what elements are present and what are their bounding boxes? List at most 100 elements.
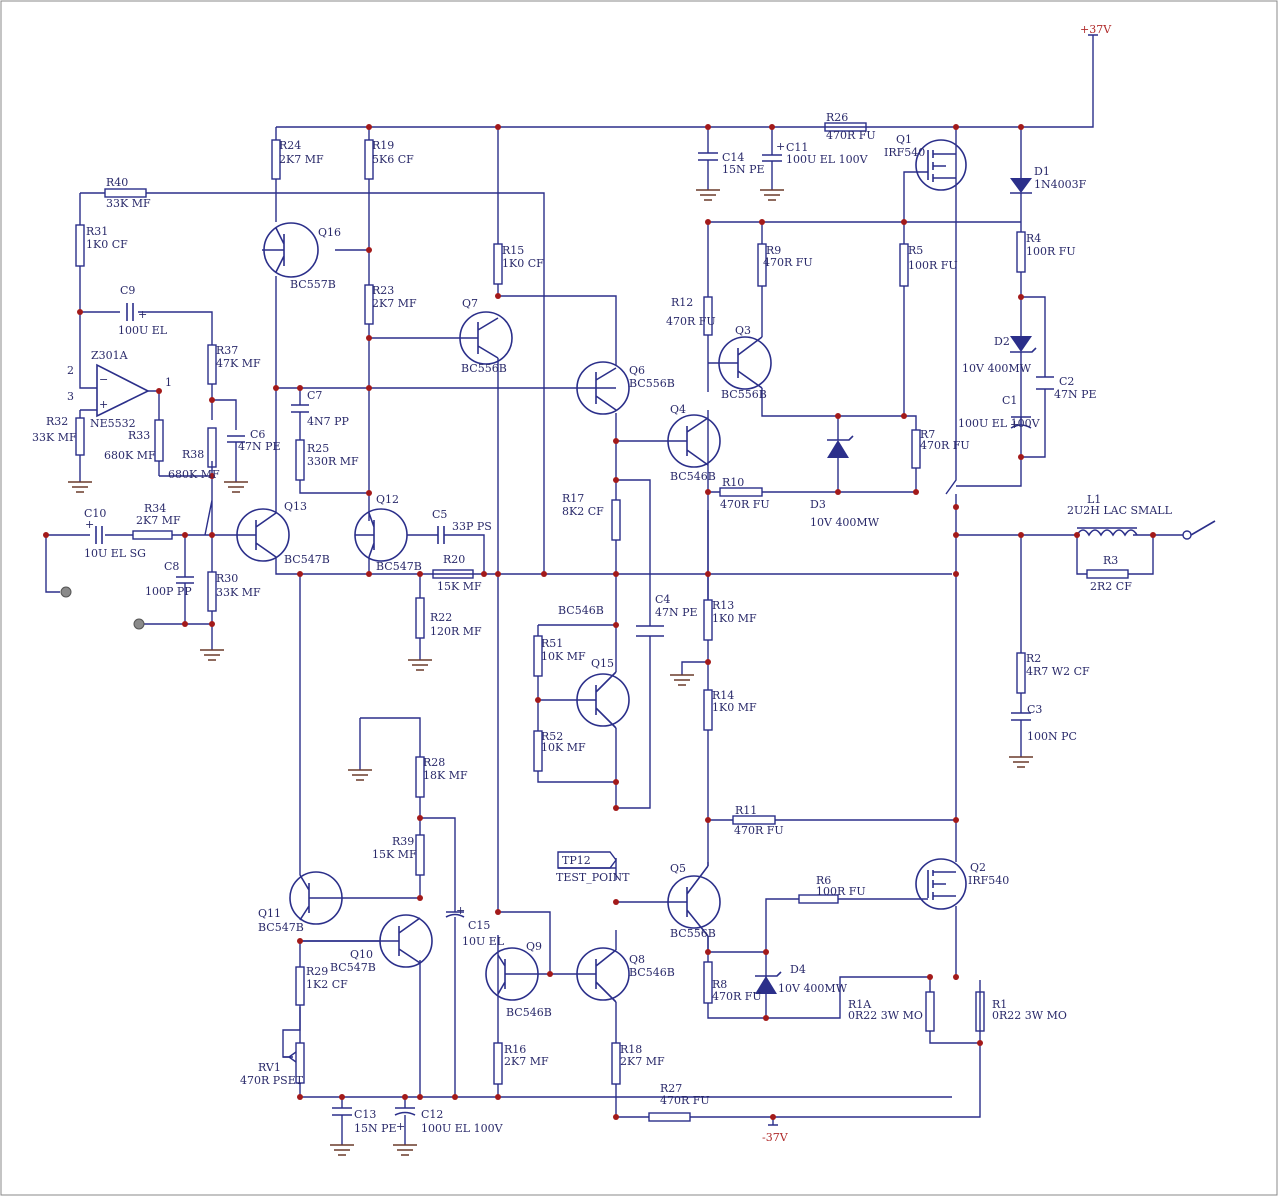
capacitor-plates (95, 152, 1054, 1116)
input-terminal[interactable] (60, 586, 72, 598)
r30-val: 33K MF (216, 586, 261, 599)
r2-val: 4R7 W2 CF (1026, 665, 1090, 678)
c3-ref: C3 (1027, 703, 1042, 716)
d3-part: 10V 400MW (810, 516, 880, 529)
r13-val: 1K0 MF (712, 612, 757, 625)
mosfet-symbols (915, 139, 967, 910)
r25-ref: R25 (307, 442, 329, 455)
svg-text:+: + (85, 518, 94, 531)
r14-val: 1K0 MF (712, 701, 757, 714)
r28-val: 18K MF (423, 769, 468, 782)
rail-neg-label: -37V (762, 1131, 789, 1144)
d2-part: 10V 400MW (962, 362, 1032, 375)
l1-ref: L1 (1087, 493, 1101, 506)
r7-ref: R7 (920, 428, 935, 441)
q15-ref: Q15 (591, 657, 614, 670)
junction-dots (43, 124, 1156, 1120)
r16-val: 2K7 MF (504, 1055, 549, 1068)
svg-text:+: + (1010, 418, 1019, 431)
q8-ref: Q8 (629, 953, 645, 966)
q6-part: BC556B (629, 377, 675, 390)
r8-ref: R8 (712, 978, 727, 991)
r39-ref: R39 (392, 835, 414, 848)
c14-val: 15N PE (722, 163, 765, 176)
r22-val: 120R MF (430, 625, 482, 638)
d3-ref: D3 (810, 498, 826, 511)
c11-val: 100U EL 100V (786, 153, 869, 166)
r15-ref: R15 (502, 244, 524, 257)
q12-part: BC547B (376, 560, 422, 573)
r26-val: 470R FU (826, 129, 876, 142)
r24-val: 2K7 MF (279, 153, 324, 166)
q13-part: BC547B (284, 553, 330, 566)
q9-ref: Q9 (526, 940, 542, 953)
c9-val: 100U EL (118, 324, 168, 337)
r3-ref: R3 (1103, 554, 1118, 567)
q11-part: BC547B (258, 921, 304, 934)
svg-text:+: + (138, 308, 147, 321)
q16-part: BC557B (290, 278, 336, 291)
r34-val: 2K7 MF (136, 514, 181, 527)
r25-val: 330R MF (307, 455, 359, 468)
r24-ref: R24 (279, 139, 301, 152)
c5-ref: C5 (432, 508, 447, 521)
r51-ref: R51 (541, 637, 563, 650)
r18-ref: R18 (620, 1043, 642, 1056)
c6-val: 47N PE (238, 440, 281, 453)
q10-part: BC547B (330, 961, 376, 974)
r1a-val: 0R22 3W MO (848, 1009, 923, 1022)
r12-ref: R12 (671, 296, 693, 309)
r3-val: 2R2 CF (1090, 580, 1132, 593)
r29-ref: R29 (306, 965, 328, 978)
speaker-terminal[interactable] (1182, 530, 1192, 540)
q2-ref: Q2 (970, 861, 986, 874)
q4-part: BC546B (670, 470, 716, 483)
labels: +37V -37V Z301A NE5532 2 3 1 R40 33K MF … (32, 23, 1173, 1144)
r17-val: 8K2 CF (562, 505, 604, 518)
c9-ref: C9 (120, 284, 135, 297)
rv1-val: 470R PSET (240, 1074, 304, 1087)
r14-ref: R14 (712, 689, 734, 702)
c10-ref: C10 (84, 507, 106, 520)
c11-ref: C11 (786, 141, 808, 154)
c8-val: 100P PP (145, 585, 192, 598)
c2-val: 47N PE (1054, 388, 1097, 401)
opamp-part: NE5532 (90, 417, 136, 430)
c15-ref: C15 (468, 919, 490, 932)
r20-val: 15K MF (437, 580, 482, 593)
r4-ref: R4 (1026, 232, 1041, 245)
q2-part: IRF540 (968, 874, 1009, 887)
r52-val: 10K MF (541, 741, 586, 754)
d4-part: 10V 400MW (778, 982, 848, 995)
r31-val: 1K0 CF (86, 238, 128, 251)
q10-ref: Q10 (350, 948, 373, 961)
q4-ref: Q4 (670, 403, 686, 416)
opamp-ref: Z301A (91, 349, 129, 362)
r1-val: 0R22 3W MO (992, 1009, 1067, 1022)
tp12-ref: TP12 (562, 854, 591, 867)
input-ground-terminal[interactable] (133, 618, 145, 630)
r51-val: 10K MF (541, 650, 586, 663)
q8-part: BC546B (629, 966, 675, 979)
rv1-ref: RV1 (258, 1061, 281, 1074)
r52-ref: R52 (541, 730, 563, 743)
c15-val: 10U EL (462, 935, 505, 948)
q9-part: BC546B (506, 1006, 552, 1019)
r27-ref: R27 (660, 1082, 682, 1095)
transistor-symbols (236, 222, 772, 1003)
l1-val: 2U2H LAC SMALL (1067, 504, 1173, 517)
c2-ref: C2 (1059, 375, 1074, 388)
q6-ref: Q6 (629, 364, 645, 377)
c12-val: 100U EL 100V (421, 1122, 504, 1135)
c3-val: 100N PC (1027, 730, 1077, 743)
c1-val: 100U EL 100V (958, 417, 1041, 430)
r38-val: 680K MF (168, 468, 220, 481)
r18-val: 2K7 MF (620, 1055, 665, 1068)
q1-part: IRF540 (884, 146, 925, 159)
q12-ref: Q12 (376, 493, 399, 506)
r1a-ref: R1A (848, 998, 872, 1011)
r37-val: 47K MF (216, 357, 261, 370)
r9-val: 470R FU (763, 256, 813, 269)
r2-ref: R2 (1026, 652, 1041, 665)
output-switch (1190, 520, 1216, 536)
